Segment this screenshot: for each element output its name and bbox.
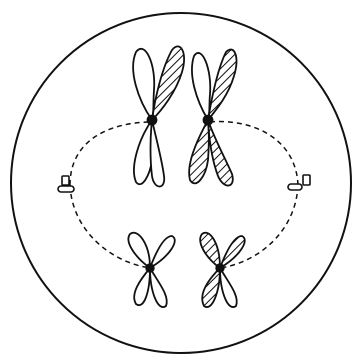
chromosome-pair-large	[133, 46, 236, 186]
chromosome-small-left	[128, 233, 174, 307]
centromere	[204, 116, 213, 125]
centriole-right	[288, 175, 310, 190]
centriole-left	[58, 176, 74, 192]
chromosome-large-left	[133, 46, 184, 186]
spindle-fibers	[70, 122, 298, 268]
chromosome-large-right	[189, 49, 236, 185]
chromosome-pair-small	[128, 233, 244, 307]
centromere	[148, 116, 157, 125]
chromosome-small-right	[200, 233, 245, 307]
centromere	[216, 264, 224, 272]
centromere	[146, 264, 154, 272]
